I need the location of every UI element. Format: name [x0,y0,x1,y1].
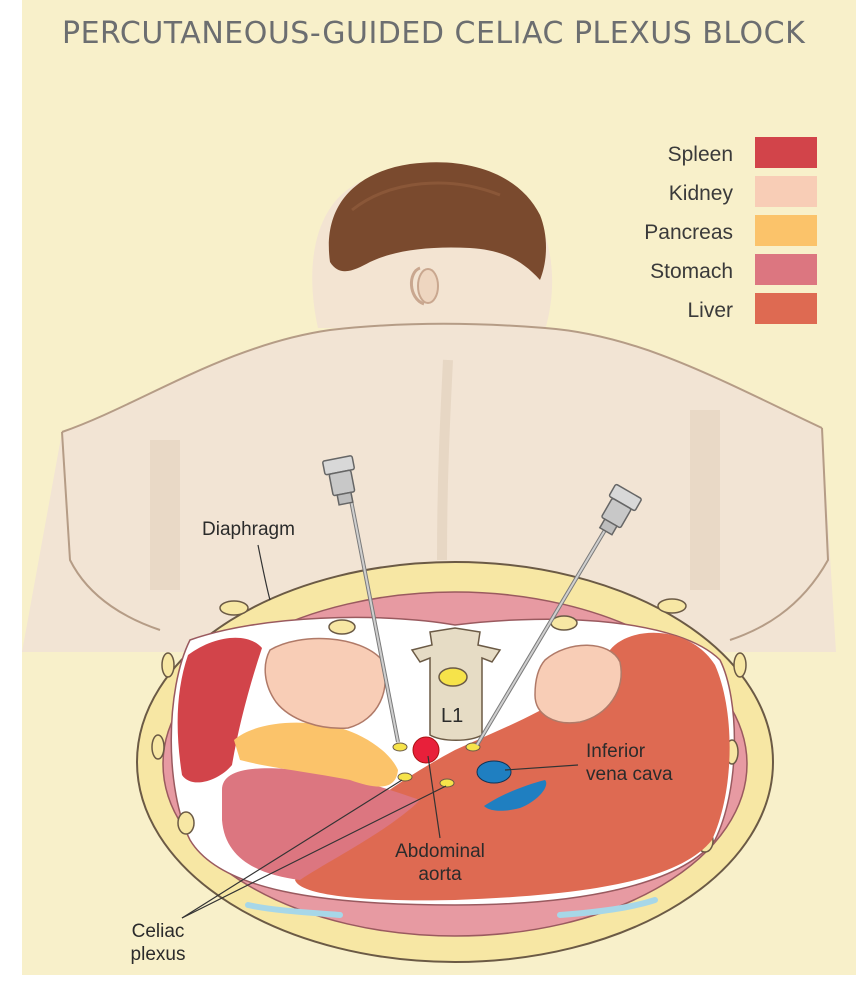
legend-swatch [755,254,817,285]
label-celiac-plexus: Celiac plexus [118,920,198,966]
inferior-vena-cava [477,761,511,783]
label-abdominal-aorta: Abdominal aorta [390,840,490,886]
legend-item-spleen: Spleen [557,137,817,176]
legend-item-pancreas: Pancreas [557,215,817,254]
legend-label: Kidney [669,182,733,206]
legend-label: Pancreas [644,221,733,245]
abdominal-aorta [413,737,439,763]
label-ivc-line2: vena cava [586,763,673,786]
label-celiac-line2: plexus [118,943,198,966]
label-diaphragm: Diaphragm [202,518,295,541]
label-vertebra-l1: L1 [441,705,463,728]
label-aorta-line2: aorta [390,863,490,886]
legend-swatch [755,293,817,324]
diagram-title: PERCUTANEOUS-GUIDED CELIAC PLEXUS BLOCK [62,12,822,55]
legend-item-liver: Liver [557,293,817,332]
legend-item-stomach: Stomach [557,254,817,293]
label-aorta-line1: Abdominal [390,840,490,863]
spinal-canal [439,668,467,686]
legend-swatch [755,215,817,246]
legend-swatch [755,137,817,168]
label-celiac-line1: Celiac [118,920,198,943]
legend: Spleen Kidney Pancreas Stomach Liver [557,137,817,332]
label-ivc-line1: Inferior [586,740,673,763]
label-ivc: Inferior vena cava [586,740,673,786]
legend-item-kidney: Kidney [557,176,817,215]
legend-label: Liver [687,299,733,323]
legend-swatch [755,176,817,207]
legend-label: Stomach [650,260,733,284]
cross-section [137,562,773,962]
legend-label: Spleen [668,143,733,167]
